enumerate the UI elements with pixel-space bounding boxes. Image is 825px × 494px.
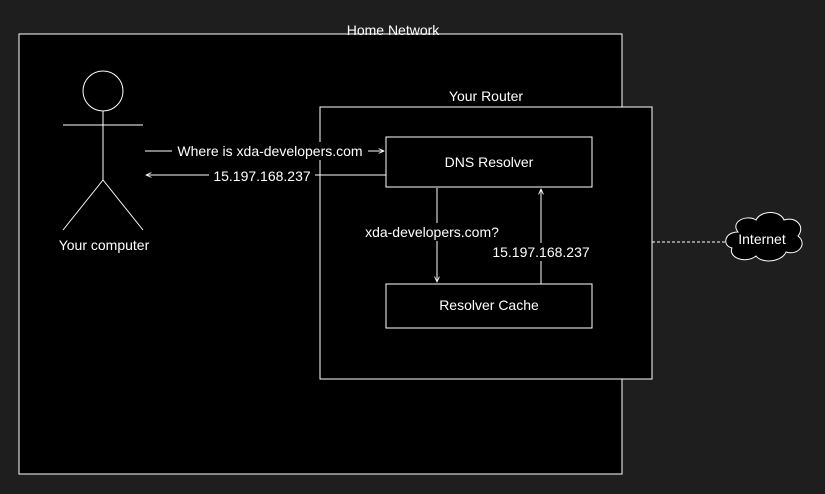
cache-query-label: xda-developers.com? xyxy=(365,224,499,240)
dns-resolver-box xyxy=(385,136,593,188)
computer-figure-icon xyxy=(62,70,144,231)
response-label: 15.197.168.237 xyxy=(213,168,311,184)
internet-cloud-icon xyxy=(725,212,803,262)
router-label: Your Router xyxy=(449,88,524,104)
dns-resolver-label: DNS Resolver xyxy=(445,154,534,170)
query-label: Where is xda-developers.com xyxy=(177,143,362,159)
response-label-bg xyxy=(209,167,315,185)
cache-response-label: 15.197.168.237 xyxy=(492,244,590,260)
computer-label: Your computer xyxy=(59,237,150,253)
query-label-bg xyxy=(172,142,368,160)
cache-query-label-bg xyxy=(360,223,506,241)
cache-response-label-bg xyxy=(488,243,594,261)
resolver-cache-box xyxy=(385,283,593,329)
home-network-label: Home Network xyxy=(347,22,441,38)
internet-label: Internet xyxy=(738,231,786,247)
resolver-cache-label: Resolver Cache xyxy=(439,297,539,313)
